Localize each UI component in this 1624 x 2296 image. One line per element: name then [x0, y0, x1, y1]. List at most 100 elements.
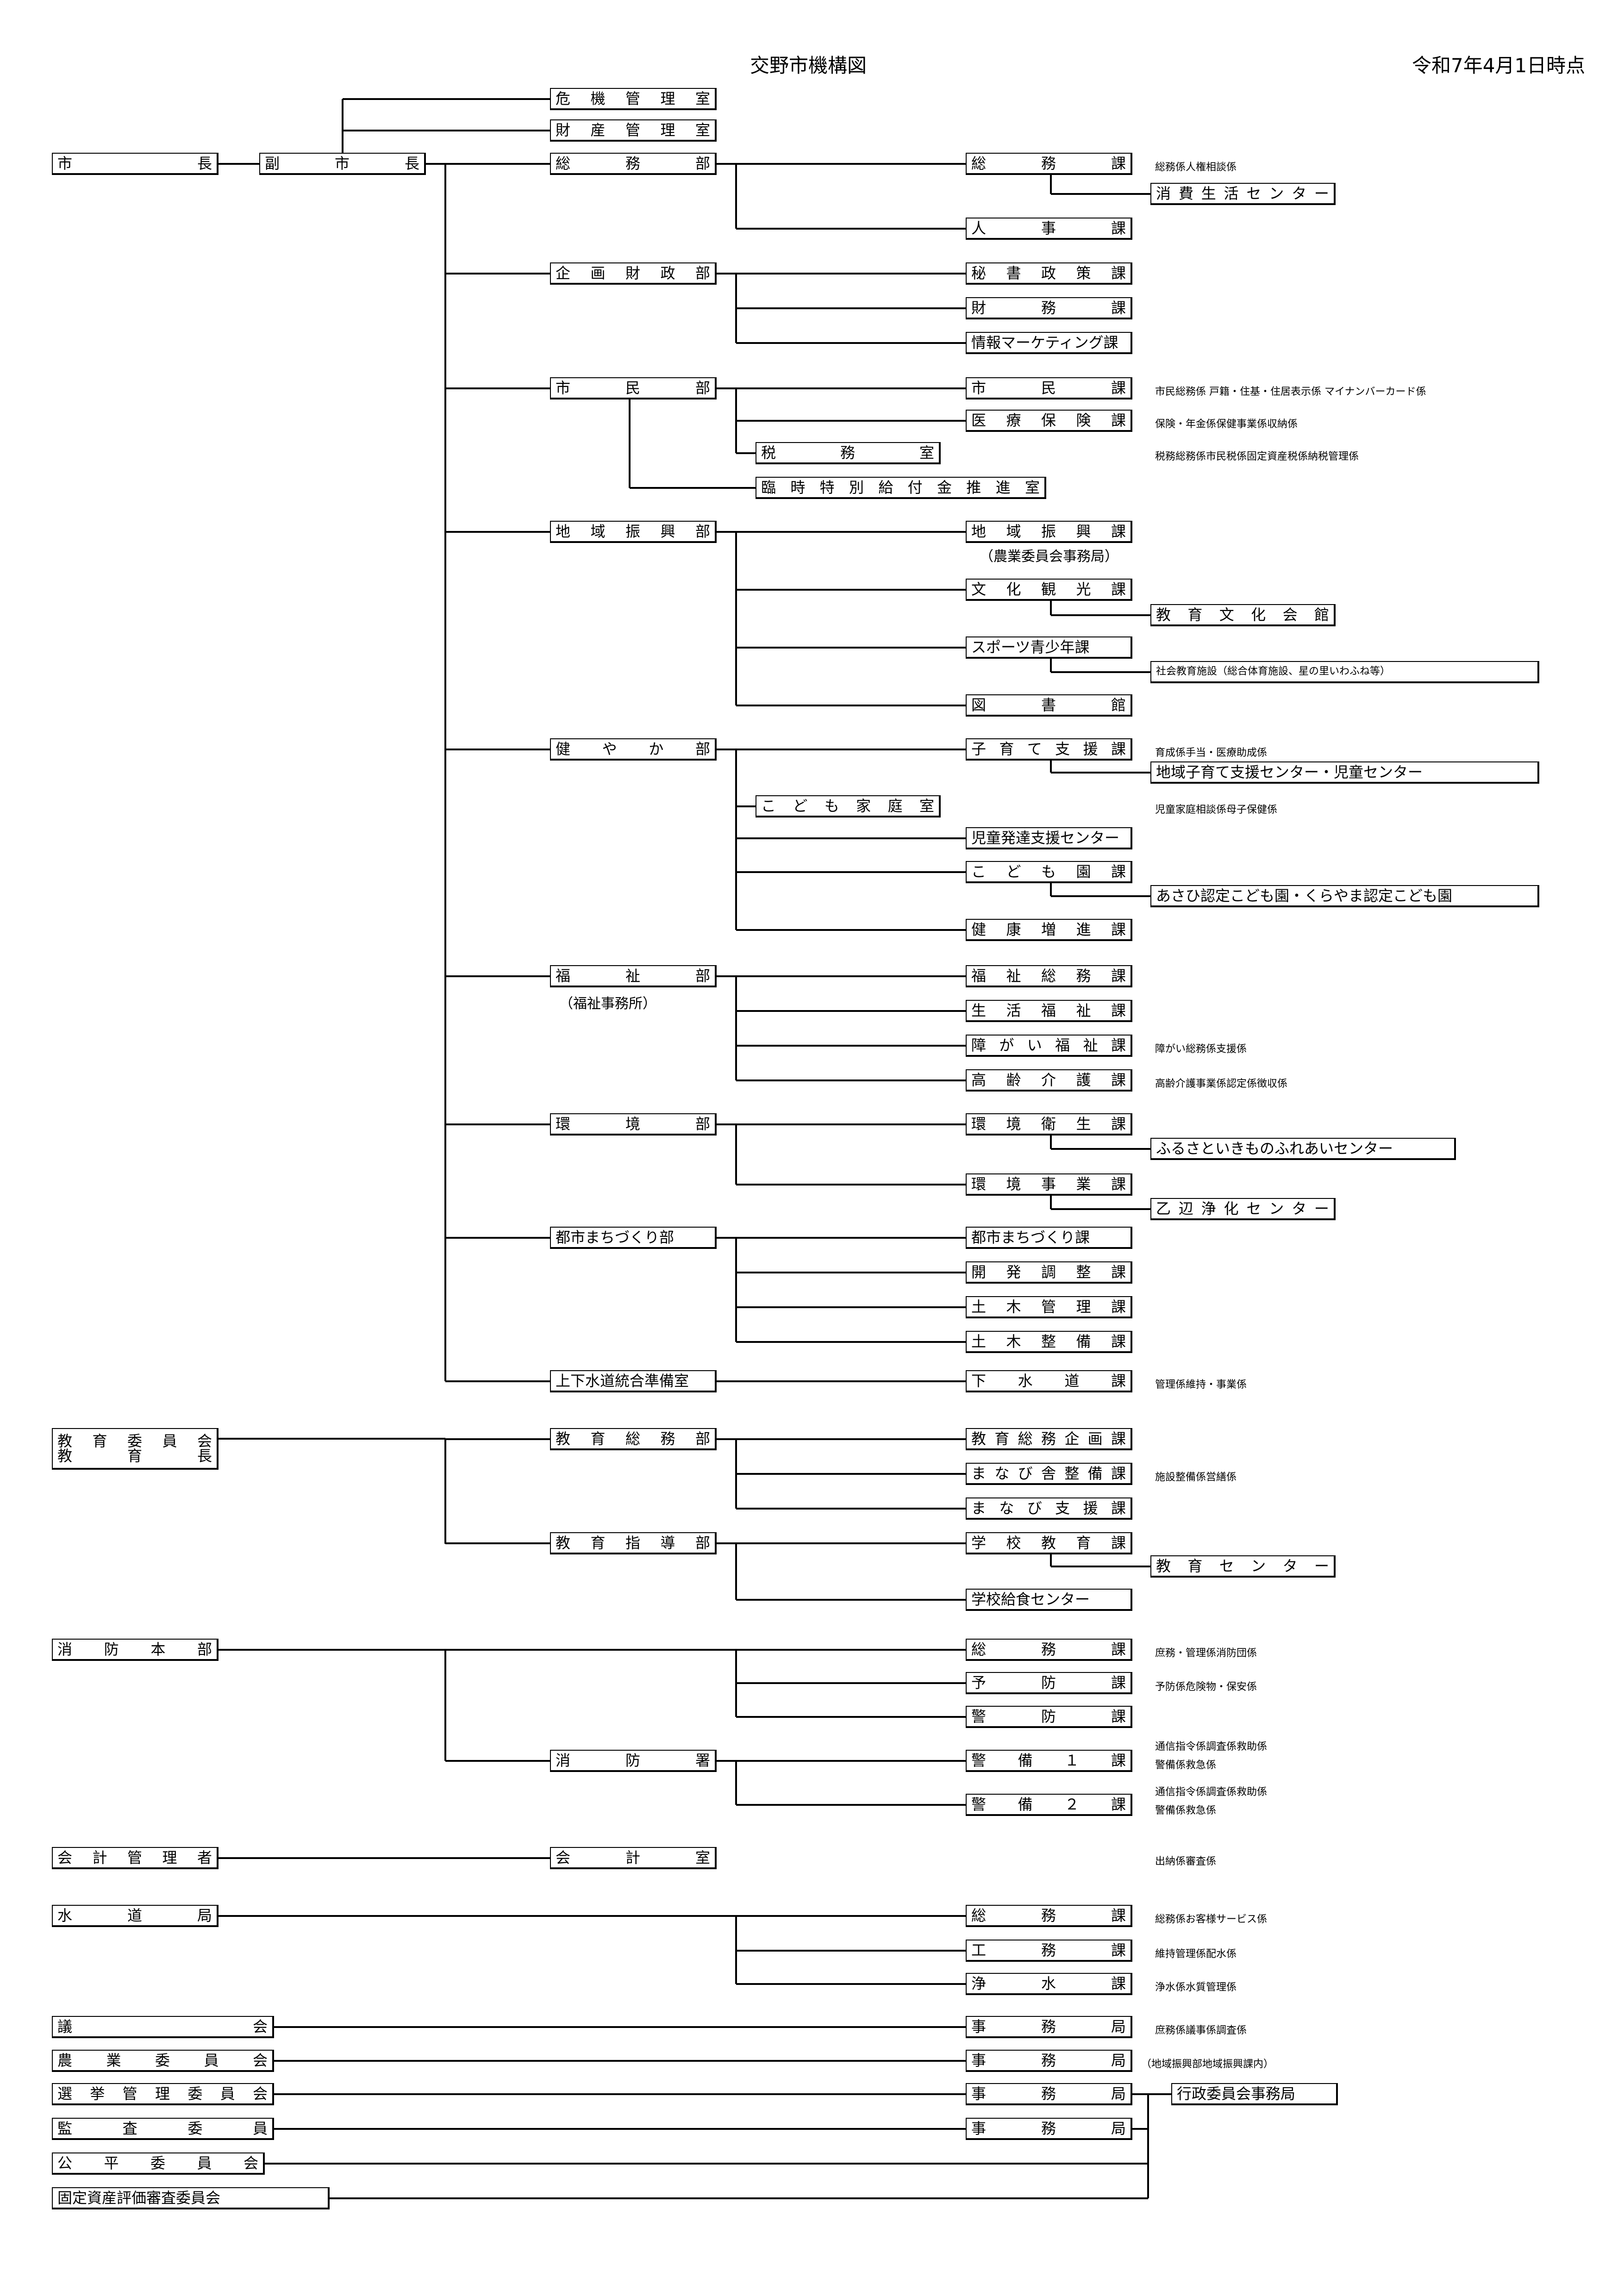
- section-note: 管理係維持・事業係: [1155, 1379, 1247, 1391]
- division-box: 土木管理課: [966, 1296, 1132, 1318]
- division-box: 学校給食センター: [966, 1589, 1132, 1611]
- division-box: 生活福祉課: [966, 1000, 1132, 1022]
- division-box: 地域振興課: [966, 521, 1132, 543]
- department-box: 総務部: [550, 153, 717, 175]
- section-note: 総務係お客様サービス係: [1155, 1914, 1268, 1925]
- section-note: 予防係危険物・保安係: [1155, 1681, 1257, 1693]
- division-box: 工務課: [966, 1940, 1132, 1962]
- section-note: 育成係手当・医療助成係: [1155, 747, 1268, 759]
- division-box: 開発調整課: [966, 1261, 1132, 1284]
- shared-office-box: 行政委員会事務局: [1171, 2083, 1338, 2105]
- division-box: 環境衛生課: [966, 1113, 1132, 1136]
- committee-box: 監査委員: [52, 2118, 274, 2140]
- office-box: 臨時特別給付金推進室: [756, 477, 1046, 499]
- section-note: 高齢介護事業係認定係徴収係: [1155, 1078, 1288, 1090]
- facility-box: 消費生活センター: [1150, 183, 1336, 205]
- section-note: 児童家庭相談係母子保健係: [1155, 804, 1278, 816]
- section-note: 総務係人権相談係: [1155, 162, 1237, 173]
- division-box: まなび支援課: [966, 1497, 1132, 1520]
- division-box: 障がい福祉課: [966, 1035, 1132, 1057]
- department-box: 健やか部: [550, 738, 717, 761]
- department-subtitle: （福祉事務所）: [559, 996, 656, 1012]
- section-note: 通信指令係調査係救助係: [1155, 1741, 1268, 1753]
- committee-office-box: 事務局: [966, 2016, 1132, 2038]
- department-box: 企画財政部: [550, 262, 717, 285]
- division-box: 総務課: [966, 1905, 1132, 1927]
- section-note: 通信指令係調査係救助係: [1155, 1786, 1268, 1798]
- division-box: 子育て支援課: [966, 738, 1132, 761]
- mayor-box: 市長: [52, 153, 219, 175]
- committee-office-box: 事務局: [966, 2050, 1132, 2072]
- department-box: 上下水道統合準備室: [550, 1370, 717, 1392]
- office-box: こども家庭室: [756, 795, 941, 817]
- office-box: 税務室: [756, 442, 941, 464]
- committee-box: 選挙管理委員会: [52, 2083, 274, 2105]
- department-box: 教育指導部: [550, 1532, 717, 1554]
- fire-hq-box: 消防本部: [52, 1639, 219, 1661]
- section-note: 庶務係議事係調査係: [1155, 2025, 1247, 2036]
- section-note: 障がい総務係支援係: [1155, 1043, 1247, 1055]
- section-note: 警備係救急係: [1155, 1805, 1217, 1816]
- division-box: 財務課: [966, 297, 1132, 319]
- accounting-office-box: 会計室: [550, 1847, 717, 1869]
- office-box: 財産管理室: [550, 119, 717, 142]
- division-box: スポーツ青少年課: [966, 636, 1132, 659]
- section-note: 市民総務係 戸籍・住基・住居表示係 マイナンバーカード係: [1155, 386, 1426, 398]
- division-box: 文化観光課: [966, 579, 1132, 601]
- division-note: （農業委員会事務局）: [980, 549, 1118, 565]
- committee-office-box: 事務局: [966, 2083, 1132, 2105]
- vice-mayor-box: 副市長: [259, 153, 426, 175]
- division-box: 総務課: [966, 153, 1132, 175]
- division-box: 土木整備課: [966, 1331, 1132, 1353]
- facility-box: あさひ認定こども園・くらやま認定こども園: [1150, 885, 1539, 907]
- section-note: 維持管理係配水係: [1155, 1948, 1237, 1960]
- division-box: 総務課: [966, 1639, 1132, 1661]
- division-box: 図書館: [966, 694, 1132, 717]
- education-board-box: 教育委員会教育長: [52, 1428, 219, 1470]
- department-box: 福祉部: [550, 965, 717, 987]
- facility-box: 教育センター: [1150, 1555, 1336, 1578]
- division-box: 学校教育課: [966, 1532, 1132, 1554]
- committee-box: 公平委員会: [52, 2152, 265, 2175]
- division-box: こども園課: [966, 861, 1132, 883]
- division-box: 秘書政策課: [966, 262, 1132, 285]
- committee-box: 固定資産評価審査委員会: [52, 2187, 330, 2209]
- division-box: 教育総務企画課: [966, 1428, 1132, 1450]
- division-box: 下水道課: [966, 1370, 1132, 1392]
- section-note: 浄水係水質管理係: [1155, 1982, 1237, 1993]
- office-box: 危機管理室: [550, 88, 717, 110]
- division-box: 情報マーケティング課: [966, 332, 1132, 354]
- division-box: 市民課: [966, 377, 1132, 399]
- department-box: 環境部: [550, 1113, 717, 1136]
- division-box: 環境事業課: [966, 1173, 1132, 1196]
- department-box: 都市まちづくり部: [550, 1227, 717, 1249]
- section-note: （地域振興部地域振興課内）: [1141, 2059, 1274, 2070]
- division-box: 福祉総務課: [966, 965, 1132, 987]
- division-box: 予防課: [966, 1672, 1132, 1694]
- committee-box: 農業委員会: [52, 2050, 274, 2072]
- division-box: 警防課: [966, 1706, 1132, 1728]
- division-box: 高齢介護課: [966, 1069, 1132, 1092]
- department-box: 地域振興部: [550, 521, 717, 543]
- facility-box: 地域子育て支援センター・児童センター: [1150, 761, 1539, 784]
- department-box: 市民部: [550, 377, 717, 399]
- division-box: 健康増進課: [966, 919, 1132, 941]
- division-box: 浄水課: [966, 1973, 1132, 1995]
- as-of-date: 令和7年4月1日時点: [1412, 54, 1586, 77]
- education-board-label: 教育長: [57, 1447, 212, 1465]
- facility-box: 社会教育施設（総合体育施設、星の里いわふね等）: [1150, 661, 1539, 683]
- accounting-manager-box: 会計管理者: [52, 1847, 219, 1869]
- section-note: 庶務・管理係消防団係: [1155, 1647, 1257, 1659]
- water-bureau-box: 水道局: [52, 1905, 219, 1927]
- committee-office-box: 事務局: [966, 2118, 1132, 2140]
- facility-box: 教育文化会館: [1150, 604, 1336, 626]
- division-box: 児童発達支援センター: [966, 827, 1132, 849]
- section-note: 保険・年金係保健事業係収納係: [1155, 418, 1298, 430]
- division-box: 人事課: [966, 218, 1132, 240]
- section-note: 出納係審査係: [1155, 1856, 1217, 1867]
- committee-box: 議会: [52, 2016, 274, 2038]
- chart-title: 交野市機構図: [750, 54, 867, 77]
